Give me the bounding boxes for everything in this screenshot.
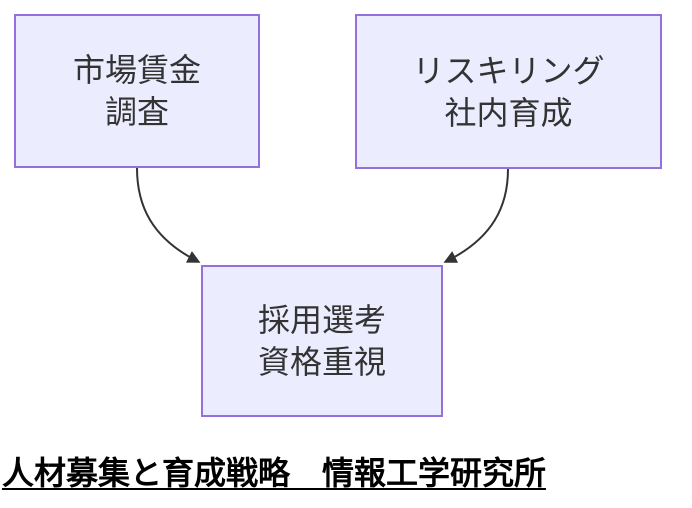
node-label-line: 資格重視 bbox=[257, 344, 386, 380]
node-label-line: リスキリング bbox=[412, 52, 605, 89]
edge-market-to-hiring bbox=[136, 167, 201, 263]
node-label-line: 採用選考 bbox=[257, 302, 386, 338]
edge-reskill-to-hiring bbox=[443, 168, 509, 263]
node-hiring-qualification-focus: 採用選考 資格重視 bbox=[201, 265, 443, 417]
node-label-line: 調査 bbox=[104, 94, 169, 130]
node-label-line: 市場賃金 bbox=[72, 52, 201, 88]
node-market-wage-survey: 市場賃金 調査 bbox=[14, 14, 260, 168]
node-reskilling-internal-training: リスキリング 社内育成 bbox=[355, 14, 662, 169]
diagram-title: 人材募集と育成戦略 情報工学研究所 bbox=[2, 455, 547, 491]
node-label-line: 社内育成 bbox=[444, 94, 573, 131]
